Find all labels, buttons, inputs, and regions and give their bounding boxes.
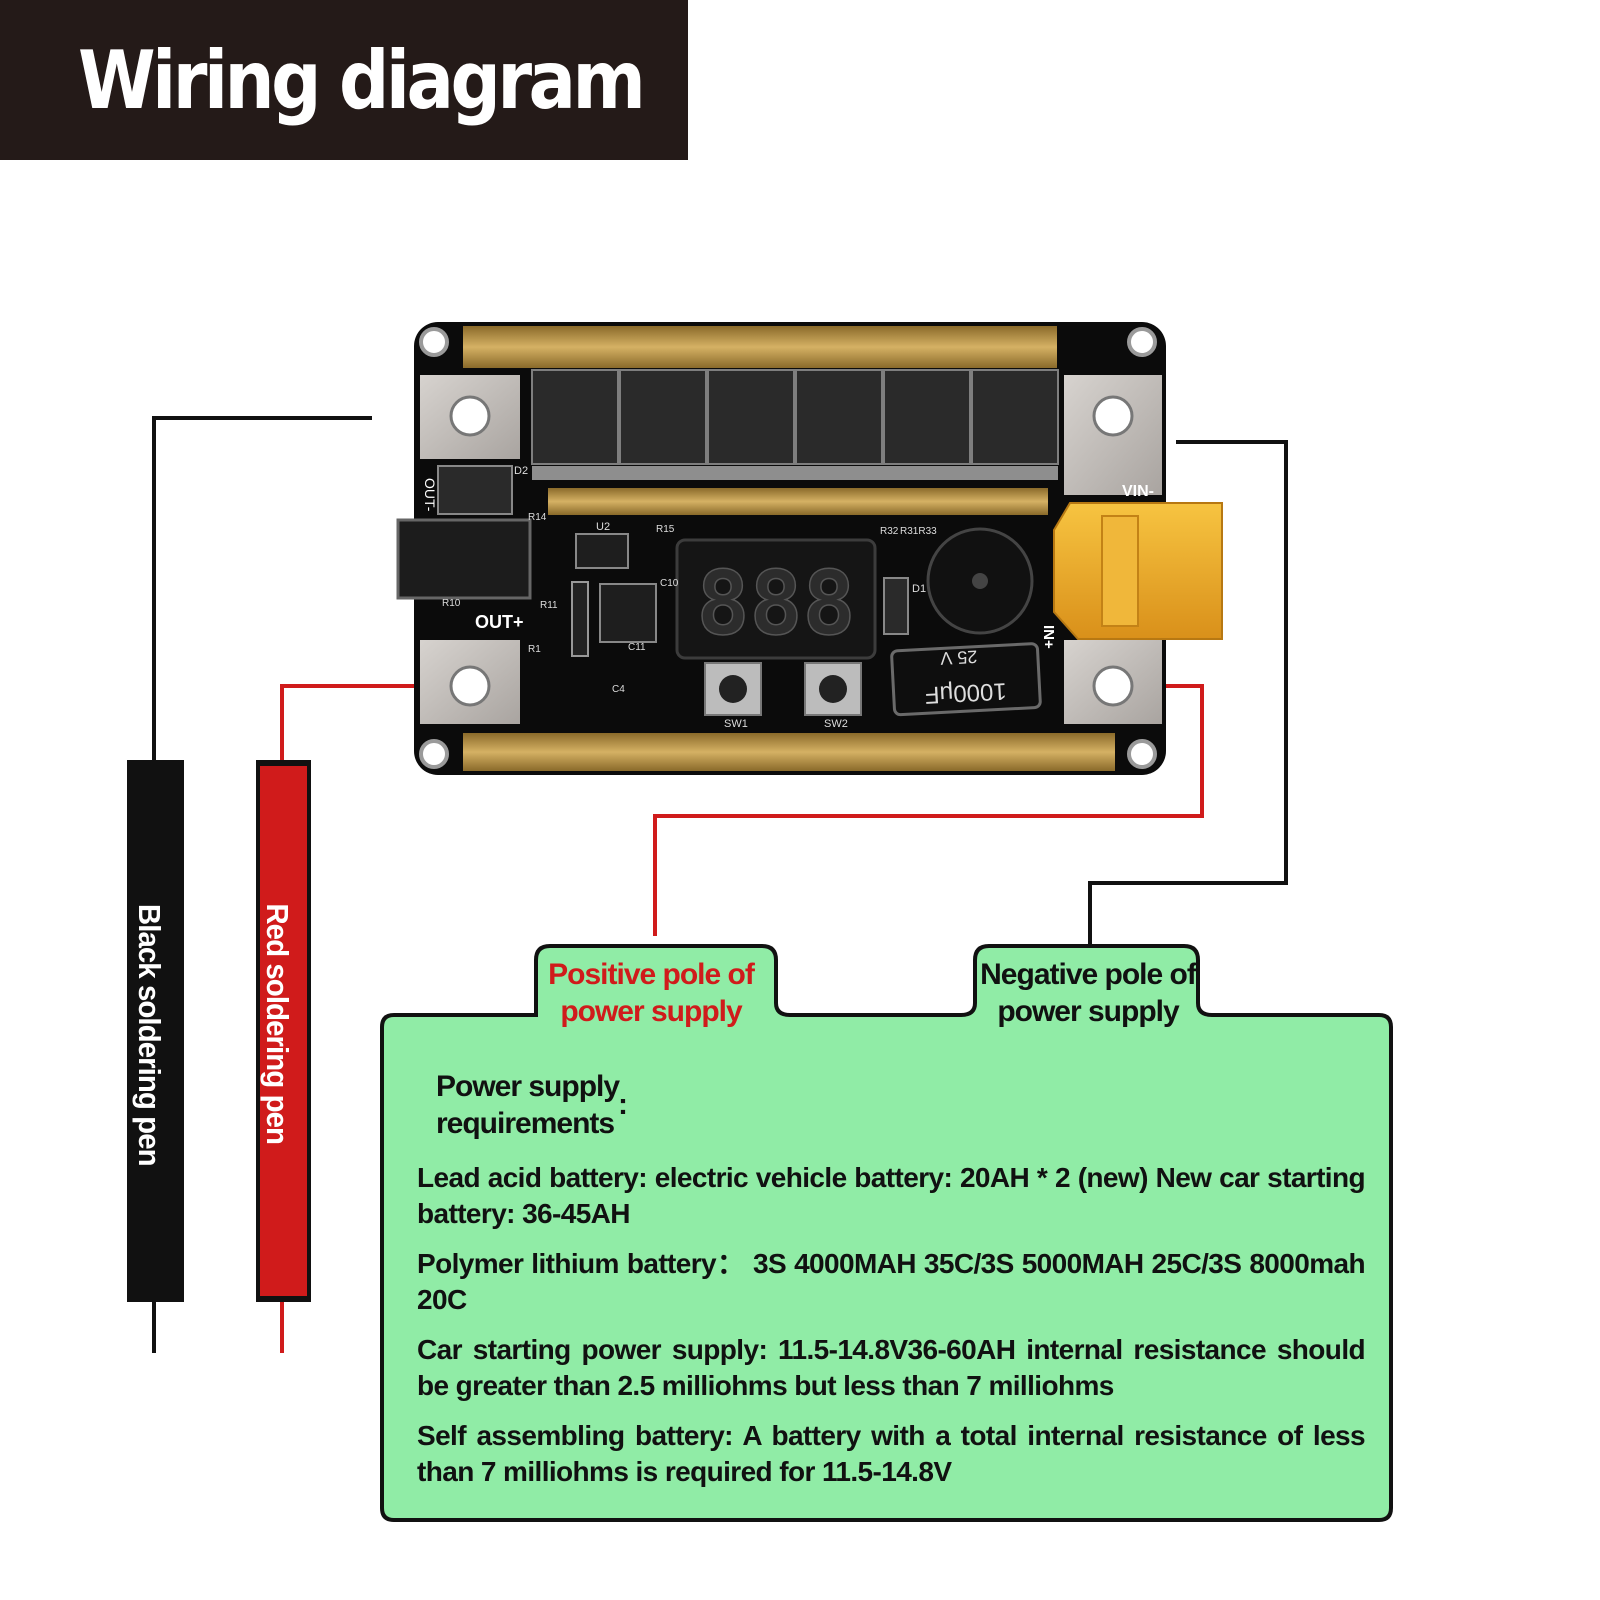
requirement-polymer-lithium: Polymer lithium battery： 3S 4000MAH 35C/…: [417, 1248, 1366, 1315]
red-wire-out: [280, 684, 465, 760]
label-out-minus: OUT-: [422, 478, 438, 512]
label-r15: R15: [656, 524, 675, 535]
red-soldering-pen: [256, 760, 311, 1353]
copper-strip-bottom: [463, 733, 1115, 771]
capacitor-voltage: 25 V: [940, 647, 978, 669]
label-sw1: SW1: [724, 718, 748, 730]
xt60-connector: [1053, 502, 1223, 640]
terminal-pad-out-minus: [420, 375, 520, 459]
diode-d2: [437, 465, 513, 515]
seven-segment-display: [675, 538, 877, 660]
requirements-list: Lead acid battery: electric vehicle batt…: [417, 1160, 1366, 1504]
buzzer: [926, 527, 1034, 635]
label-c10: C10: [660, 578, 679, 589]
label-u2: U2: [596, 521, 610, 533]
requirement-self-assembling: Self assembling battery: A battery with …: [417, 1420, 1366, 1487]
copper-strip-middle: [548, 488, 1048, 515]
requirement-car-starting: Car starting power supply: 11.5-14.8V36-…: [417, 1334, 1366, 1401]
label-c4: C4: [612, 684, 625, 695]
requirements-heading-line-2: requirements: [436, 1107, 615, 1140]
diode-d1: [883, 577, 909, 635]
copper-strip-top: [463, 326, 1057, 368]
mount-hole: [419, 739, 449, 769]
requirement-lead-acid: Lead acid battery: electric vehicle batt…: [417, 1162, 1366, 1229]
positive-pole-line-2: power supply: [560, 995, 742, 1028]
chip-u2: [575, 533, 629, 569]
display-digits: 888: [697, 552, 856, 655]
black-pen-label: Black soldering pen: [132, 903, 167, 1166]
label-r1: R1: [528, 644, 541, 655]
requirements-heading-line-1: Power supply: [436, 1070, 620, 1103]
label-d2: D2: [514, 465, 528, 477]
label-r11: R11: [540, 600, 558, 611]
negative-pole-line-2: power supply: [997, 995, 1179, 1028]
mount-hole: [1127, 739, 1157, 769]
page-title: Wiring diagram: [78, 33, 646, 127]
label-r10: R10: [442, 598, 461, 609]
positive-pole-line-1: Positive pole of: [548, 958, 755, 991]
label-r32: R32: [880, 526, 899, 537]
label-in-plus: IN+: [1040, 625, 1057, 649]
label-sw2: SW2: [824, 718, 848, 730]
mount-hole: [419, 327, 449, 357]
pin-header: [571, 581, 589, 657]
mosfet-row: [531, 369, 1059, 480]
terminal-pad-vin-minus: [1064, 375, 1162, 495]
black-wire-out: [152, 416, 372, 760]
title-banner: Wiring diagram: [0, 0, 688, 160]
button-sw1: [704, 662, 762, 716]
label-vin-minus: VIN-: [1122, 483, 1154, 500]
requirements-heading-colon: :: [618, 1088, 628, 1121]
requirements-heading: Power supply requirements :: [436, 1068, 628, 1142]
terminal-pad-in-plus: [1064, 640, 1162, 724]
capacitor-value: 1000μF: [924, 677, 1007, 708]
power-supply-info-panel: [380, 944, 1393, 1522]
black-soldering-pen: [127, 760, 184, 1353]
dc-jack: [396, 518, 532, 600]
label-c11: C11: [628, 642, 646, 653]
label-out-plus: OUT+: [475, 612, 524, 632]
spot-welder-pcb: 888 25 V 1000μF OUT+ OUT- VI: [396, 322, 1223, 775]
microcontroller: [599, 583, 657, 643]
label-r31r33: R31R33: [900, 526, 937, 537]
label-d1: D1: [912, 583, 926, 595]
negative-pole-line-1: Negative pole of: [980, 958, 1197, 991]
red-wire-in: [653, 684, 1204, 936]
black-wire-vin: [1088, 440, 1288, 946]
mount-hole: [1127, 327, 1157, 357]
negative-pole-label: Negative pole of power supply: [968, 956, 1208, 1030]
positive-pole-label: Positive pole of power supply: [526, 956, 776, 1030]
red-pen-label: Red soldering pen: [260, 903, 295, 1145]
button-sw2: [804, 662, 862, 716]
label-r14: R14: [528, 512, 547, 523]
terminal-pad-out-plus: [420, 640, 520, 724]
capacitor: 25 V 1000μF: [890, 642, 1042, 717]
